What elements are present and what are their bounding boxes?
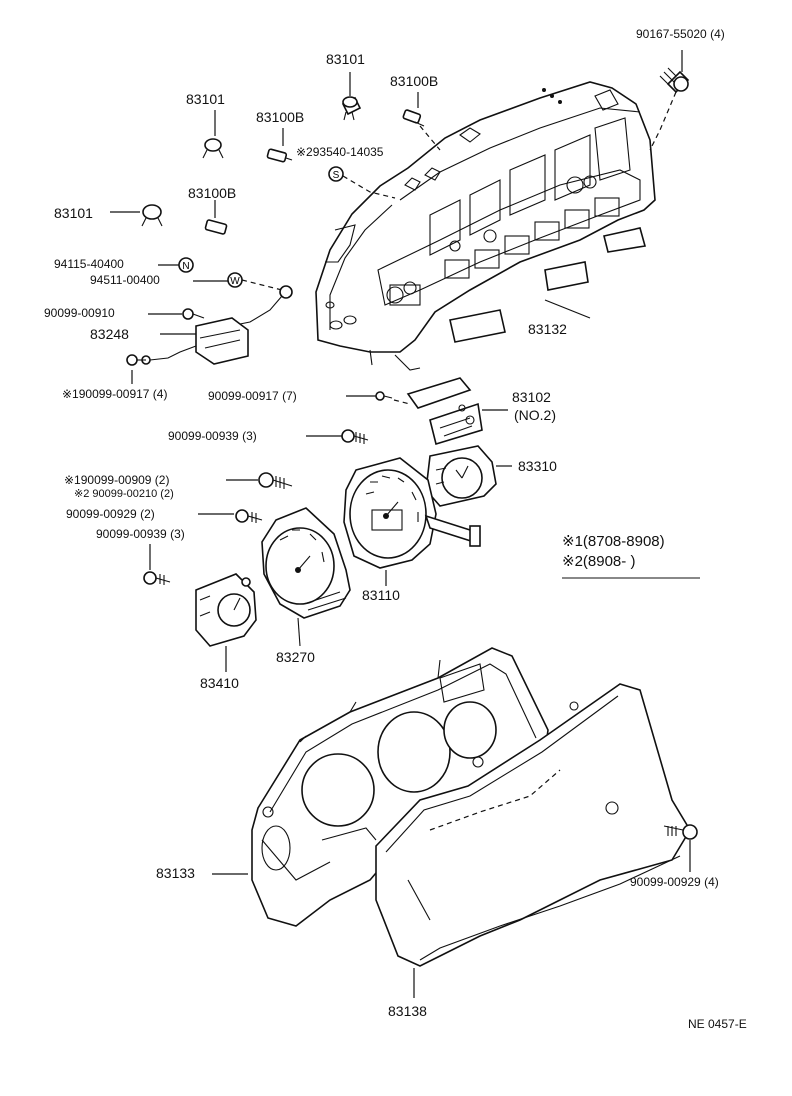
label-83132: 83132 [528,321,567,337]
meter-glass-cover-83138 [375,683,691,967]
label-90099-00929-b: 90099-00929 (4) [630,875,719,889]
printed-circuit-housing [315,81,656,371]
wire-harness-83248 [141,285,293,365]
socket-83101-left [202,138,224,159]
label-90099-00939-a: 90099-00939 (3) [168,429,257,443]
marker-w: W [227,272,243,288]
label-83100b-mid: 83100B [256,109,305,125]
screw-90099-00910 [182,308,205,320]
screw-190099-00909 [258,472,293,489]
label-293540-14035: ※293540-14035 [296,145,384,159]
label-83310: 83310 [518,458,557,474]
socket-83101-low [141,204,163,227]
label-83138: 83138 [388,1003,427,1019]
gauge-83410 [195,573,257,647]
note-production-range-2: ※2(8908- ) [562,553,636,570]
screw-90099-00939-b [143,571,171,585]
svg-text:S: S [333,170,340,181]
label-83102: 83102 [512,389,551,405]
label-90099-00910: 90099-00910 [44,306,115,320]
label-190099-00909: ※190099-00909 (2) [64,473,170,487]
label-83100b-low: 83100B [188,185,237,201]
label-94115-40400: 94115-40400 [54,257,124,271]
socket-83101-top [341,96,362,121]
svg-text:N: N [182,261,189,272]
svg-text:W: W [230,276,240,287]
tachometer-83270 [261,507,351,647]
speedometer-83110 [343,457,481,569]
gauge-83310 [425,445,497,507]
combination-meter-case-83133 [251,647,549,927]
label-83101-low: 83101 [54,205,93,221]
bulb-83100b-top [402,109,425,127]
screw-90099-00917 [375,391,393,401]
label-90099-00929-a: 90099-00929 (2) [66,507,155,521]
screw-90099-00929-b [663,824,698,840]
leader-83132 [544,299,591,319]
label-83248: 83248 [90,326,129,342]
bulb-83100b-mid [266,148,293,163]
label-190099-00917: ※190099-00917 (4) [62,387,168,401]
note-production-range-1: ※1(8708-8908) [562,533,665,550]
label-90167-55020: 90167-55020 (4) [636,27,725,41]
screw-190099-00917 [126,354,146,366]
label-83101-top: 83101 [326,51,365,67]
label-83102-no2: (NO.2) [514,407,556,423]
label-83100b-top: 83100B [390,73,439,89]
label-83133: 83133 [156,865,195,881]
label-94511-00400: 94511-00400 [90,273,160,287]
label-90099-00917: 90099-00917 (7) [208,389,297,403]
label-90099-00939-b: 90099-00939 (3) [96,527,185,541]
label-290099-00210: ※2 90099-00210 (2) [74,488,174,500]
label-83270: 83270 [276,649,315,665]
ic-83102 [406,377,483,446]
screw-90099-00929-a [235,509,263,523]
label-83410: 83410 [200,675,239,691]
label-83110: 83110 [362,587,400,603]
figure-code: NE 0457-E [688,1017,747,1031]
bulb-83100b-low [204,219,228,235]
label-83101-left: 83101 [186,91,225,107]
marker-s: S [328,166,344,182]
screw-90167 [659,67,690,94]
marker-n: N [178,257,194,273]
screw-90099-00939-a [341,429,369,444]
